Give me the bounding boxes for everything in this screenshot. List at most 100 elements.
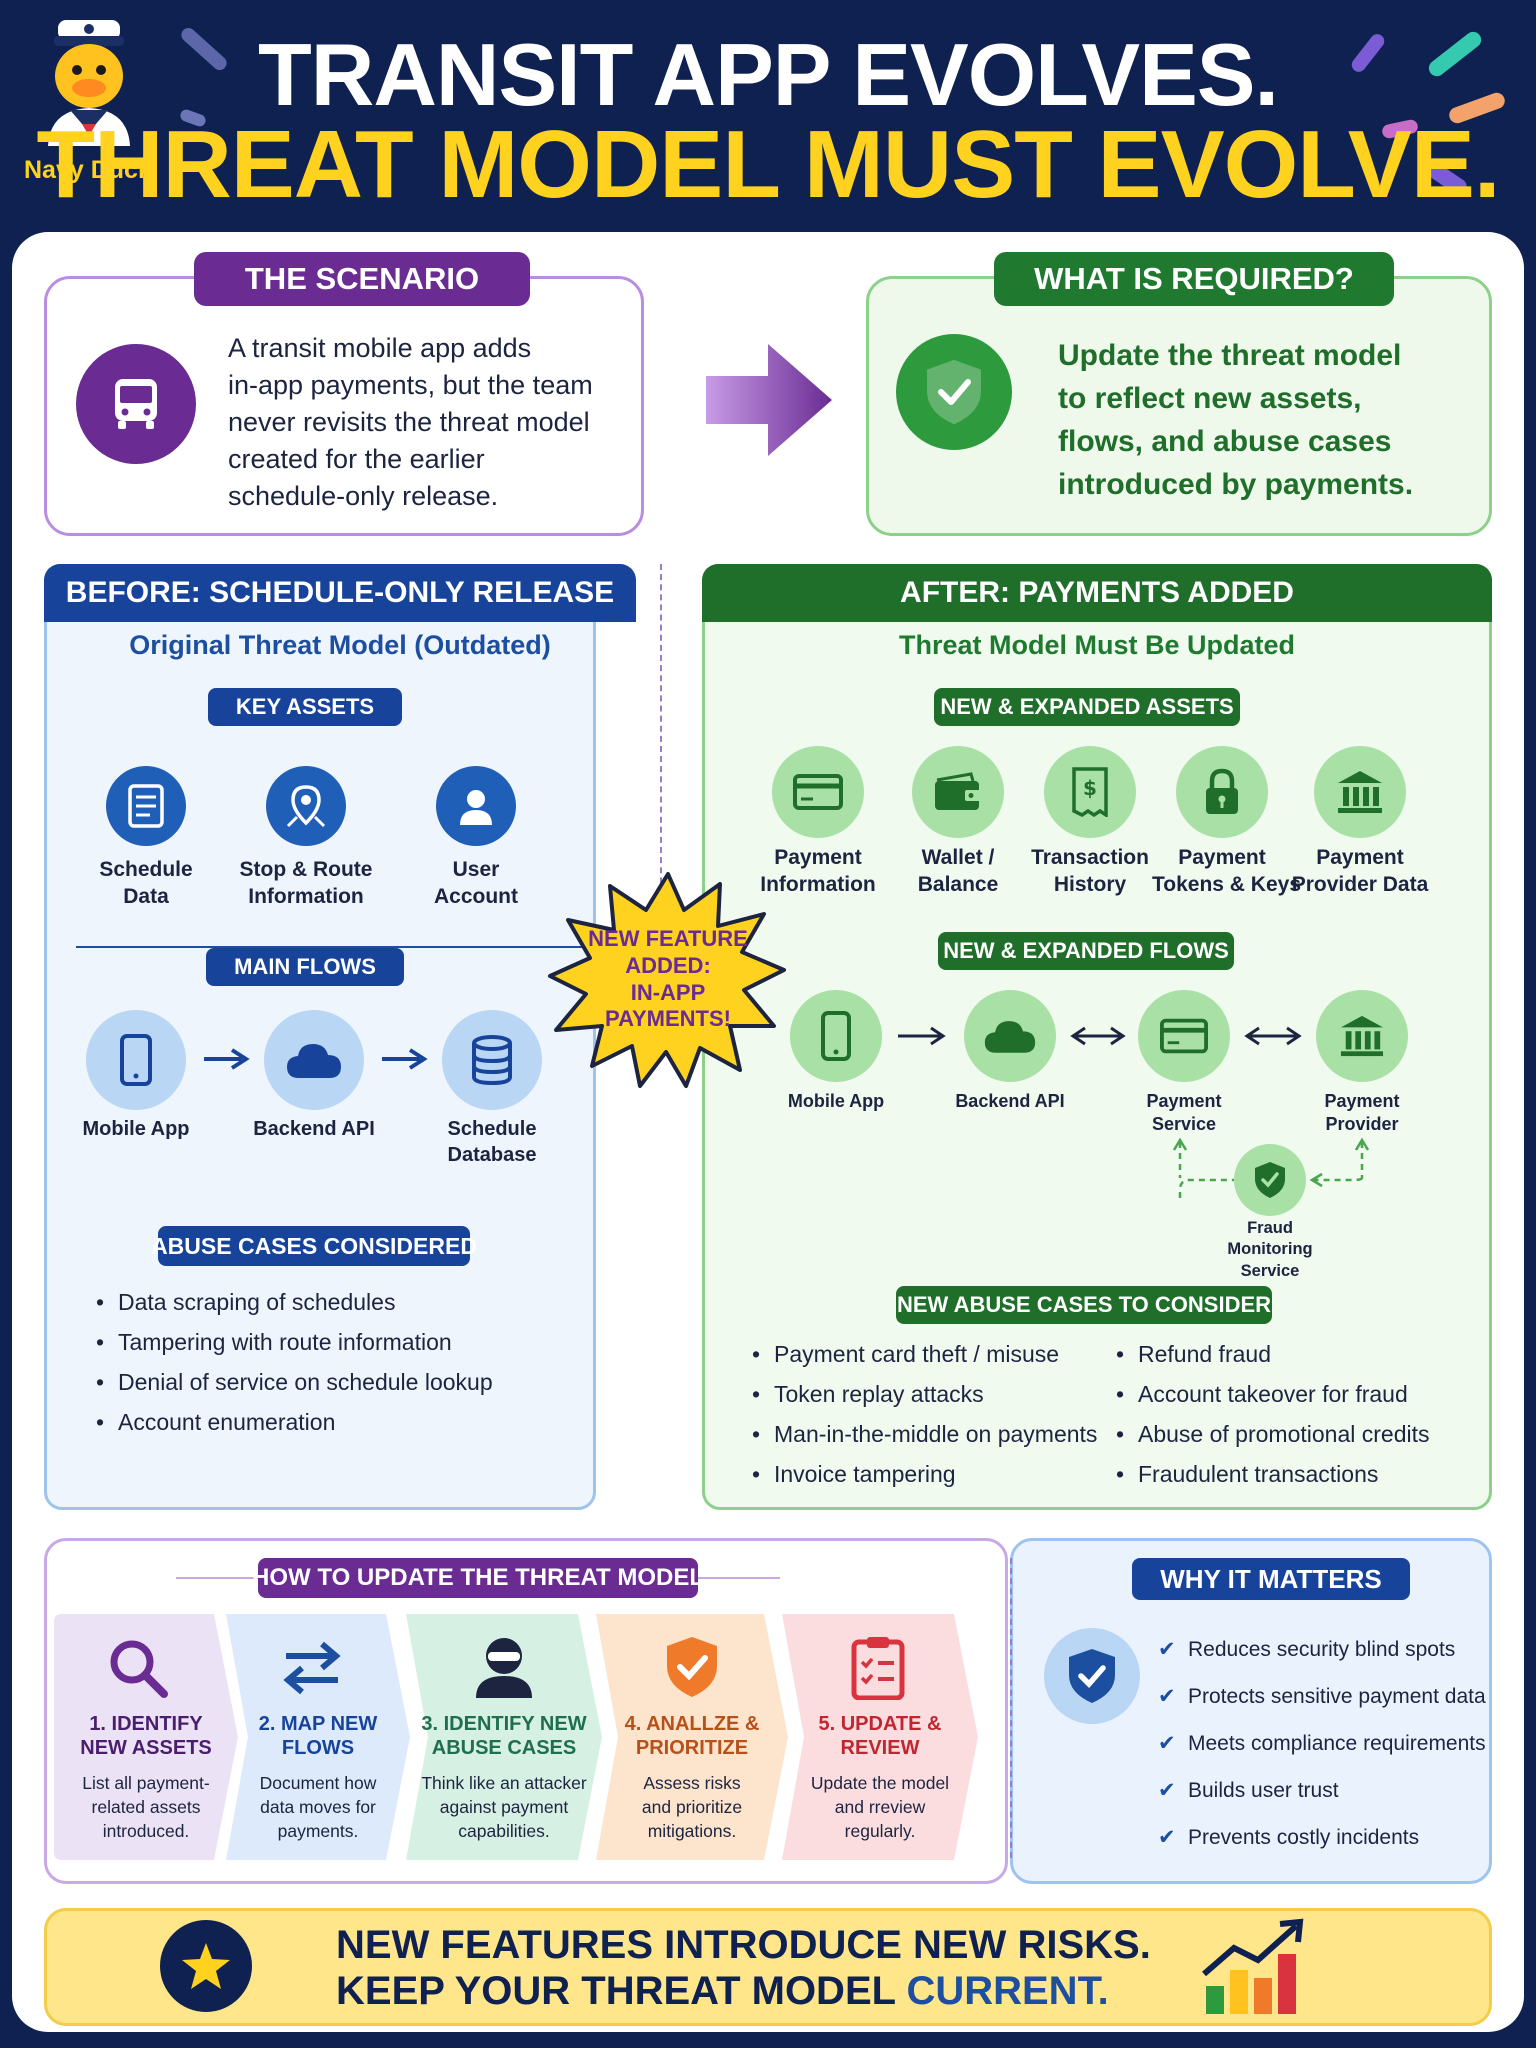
list-item: Token replay attacks xyxy=(752,1374,1097,1414)
divider xyxy=(660,564,662,944)
bank-icon xyxy=(1316,990,1408,1082)
arrow-right-icon xyxy=(204,1048,250,1070)
how-to-title: HOW TO UPDATE THE THREAT MODEL xyxy=(252,1558,704,1598)
key-assets-title: KEY ASSETS xyxy=(208,688,402,726)
new-assets-title: NEW & EXPANDED ASSETS xyxy=(934,688,1240,726)
magnifier-icon xyxy=(110,1640,168,1698)
flow-label-backend-api: Backend API xyxy=(253,1118,375,1140)
required-text: Update the threat model to reflect new a… xyxy=(1058,339,1414,501)
bank-icon xyxy=(1314,746,1406,838)
growth-chart-icon xyxy=(1202,1918,1304,2014)
list-item: Tampering with route information xyxy=(96,1322,493,1362)
fraud-connector-lines xyxy=(1172,1137,1370,1198)
receipt-icon: $ xyxy=(1044,746,1136,838)
list-item: Reduces security blind spots xyxy=(1158,1626,1486,1673)
flow-label-mobile-app: Mobile App xyxy=(82,1118,190,1140)
database-icon xyxy=(442,1010,542,1110)
arrow-bidirectional-icon xyxy=(1070,1026,1126,1046)
after-abuse-list-right: Refund fraud Account takeover for fraud … xyxy=(1116,1334,1430,1494)
before-header: BEFORE: SCHEDULE-ONLY RELEASE xyxy=(44,564,636,622)
wallet-icon xyxy=(912,746,1004,838)
duck-mascot-icon xyxy=(48,20,130,146)
shield-check-icon xyxy=(896,334,1012,450)
list-item: Refund fraud xyxy=(1116,1334,1430,1374)
why-title: WHY IT MATTERS xyxy=(1132,1558,1410,1600)
list-item: Invoice tampering xyxy=(752,1454,1097,1494)
divider xyxy=(76,946,596,948)
bus-icon xyxy=(76,344,196,464)
footer-banner xyxy=(44,1908,1492,2026)
flow-label-mobile-app: Mobile App xyxy=(787,1091,885,1111)
flow-label-backend-api: Backend API xyxy=(955,1091,1065,1111)
arrow-bidirectional-icon xyxy=(1244,1026,1302,1046)
hacker-icon xyxy=(476,1638,532,1698)
starburst-badge-icon xyxy=(548,872,786,1088)
list-item: Protects sensitive payment data xyxy=(1158,1673,1486,1720)
scenario-title: THE SCENARIO xyxy=(194,252,530,306)
list-item: Abuse of promotional credits xyxy=(1116,1414,1430,1454)
map-pin-icon xyxy=(266,766,346,846)
required-title: WHAT IS REQUIRED? xyxy=(994,252,1394,306)
new-abuse-cases-title: NEW ABUSE CASES TO CONSIDER xyxy=(896,1286,1272,1324)
divider xyxy=(1010,1558,1012,1858)
schedule-list-icon xyxy=(106,766,186,846)
before-abuse-list: Data scraping of schedules Tampering wit… xyxy=(96,1282,493,1442)
list-item: Payment card theft / misuse xyxy=(752,1334,1097,1374)
list-item: Account enumeration xyxy=(96,1402,493,1442)
shield-check-icon xyxy=(667,1637,717,1697)
list-item: Meets compliance requirements xyxy=(1158,1720,1486,1767)
arrow-right-icon xyxy=(898,1026,946,1046)
shield-check-icon xyxy=(1044,1628,1140,1724)
asset-label-wallet: Wallet /Balance xyxy=(917,846,999,897)
arrow-right-icon xyxy=(382,1048,428,1070)
lock-icon xyxy=(1176,746,1268,838)
why-list: Reduces security blind spots Protects se… xyxy=(1158,1626,1486,1861)
list-item: Fraudulent transactions xyxy=(1116,1454,1430,1494)
scenario-text: A transit mobile app adds in-app payment… xyxy=(228,333,593,511)
star-icon xyxy=(160,1920,252,2012)
credit-card-icon xyxy=(772,746,864,838)
list-item: Prevents costly incidents xyxy=(1158,1814,1486,1861)
new-flows-title: NEW & EXPANDED FLOWS xyxy=(938,932,1234,970)
mobile-phone-icon xyxy=(790,990,882,1082)
page-title-line1: TRANSIT APP EVOLVES. xyxy=(258,25,1279,124)
mobile-phone-icon xyxy=(86,1010,186,1110)
svg-text:$: $ xyxy=(1083,776,1097,800)
brand-label: Navy Duck xyxy=(24,156,152,184)
clipboard-icon xyxy=(851,1637,905,1700)
payment-card-icon xyxy=(1138,990,1230,1082)
abuse-cases-title: ABUSE CASES CONSIDERED xyxy=(151,1226,477,1266)
after-header: AFTER: PAYMENTS ADDED xyxy=(702,564,1492,622)
cloud-icon xyxy=(264,1010,364,1110)
page-title-line2: THREAT MODEL MUST EVOLVE. xyxy=(36,111,1500,218)
swap-arrows-icon xyxy=(283,1641,341,1695)
main-flows-title: MAIN FLOWS xyxy=(206,948,404,986)
list-item: Denial of service on schedule lookup xyxy=(96,1362,493,1402)
shield-check-icon xyxy=(1234,1144,1306,1216)
header: Navy Duck TRANSIT APP EVOLVES. THREAT MO… xyxy=(0,0,1536,232)
cloud-icon xyxy=(964,990,1056,1082)
list-item: Data scraping of schedules xyxy=(96,1282,493,1322)
user-icon xyxy=(436,766,516,846)
before-subtitle: Original Threat Model (Outdated) xyxy=(129,630,551,660)
after-subtitle: Threat Model Must Be Updated xyxy=(898,630,1296,660)
list-item: Builds user trust xyxy=(1158,1767,1486,1814)
after-abuse-list-left: Payment card theft / misuse Token replay… xyxy=(752,1334,1097,1494)
